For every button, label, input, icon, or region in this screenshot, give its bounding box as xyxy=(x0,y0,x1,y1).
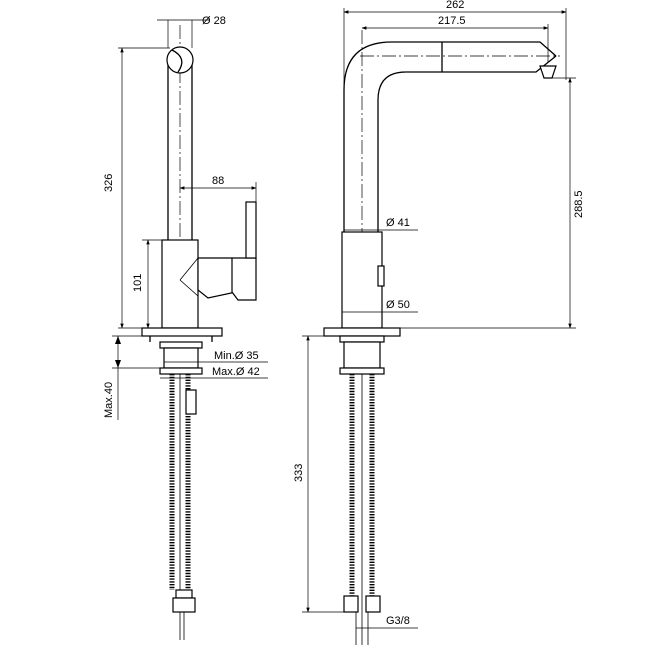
dim-40-label: Max.40 xyxy=(103,382,115,418)
front-spray-head xyxy=(539,65,557,79)
dim-40-arrow-bottom xyxy=(115,360,121,368)
dim-50-label: Ø 50 xyxy=(386,299,410,311)
dim-35-label: Min.Ø 35 xyxy=(214,350,259,362)
front-body xyxy=(341,231,383,329)
front-spout-inner xyxy=(377,55,557,232)
side-shank xyxy=(163,347,199,369)
front-fitting-left xyxy=(343,595,359,613)
dim-333-label: 333 xyxy=(293,464,305,482)
dim-41-label: Ø 41 xyxy=(386,217,410,229)
front-handle-stub xyxy=(377,265,385,287)
side-neck-line-b xyxy=(179,279,199,297)
side-handle-neck xyxy=(197,257,237,299)
front-spout-outer xyxy=(343,41,557,232)
side-handle-block xyxy=(231,257,257,301)
side-base-plate xyxy=(141,327,223,337)
dim-101-label: 101 xyxy=(132,274,144,292)
side-spout-head xyxy=(166,46,194,74)
dim-326-label: 326 xyxy=(103,174,115,192)
side-body xyxy=(161,239,199,329)
dim-40-arrow-top xyxy=(115,336,121,344)
front-nut xyxy=(339,367,385,375)
side-spout-head-curve xyxy=(171,49,183,73)
dim-g38-label: G3/8 xyxy=(386,615,410,627)
dim-217-label: 217.5 xyxy=(438,15,466,27)
side-fitting xyxy=(175,589,193,599)
dim-42-label: Max.Ø 42 xyxy=(212,366,260,378)
dim-288-label: 288.5 xyxy=(573,190,585,218)
side-washer xyxy=(159,341,203,349)
dim-262-label: 262 xyxy=(446,0,464,11)
front-base-plate xyxy=(323,327,401,337)
dim-28-label: Ø 28 xyxy=(202,15,226,27)
front-fitting-right xyxy=(365,595,381,613)
side-valve xyxy=(185,389,197,415)
front-view: 262 217.5 288.5 Ø 41 Ø 50 333 G3/8 xyxy=(293,0,585,645)
front-shank xyxy=(343,341,381,369)
side-view: Ø 28 326 88 101 Min.Ø 35 Max.Ø 42 Max.40 xyxy=(103,15,268,640)
dim-88-label: 88 xyxy=(212,175,224,187)
side-hex-nut xyxy=(172,597,196,613)
side-nut xyxy=(159,367,203,375)
side-neck-line-a xyxy=(179,257,199,281)
side-lever xyxy=(245,201,257,259)
front-washer xyxy=(339,335,385,343)
